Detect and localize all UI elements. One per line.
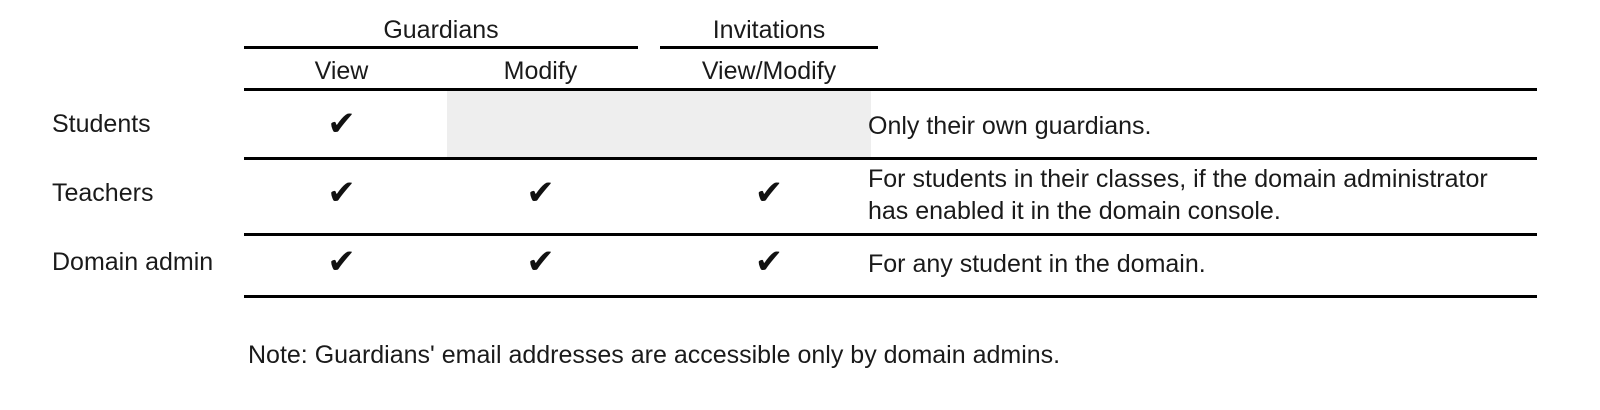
column-header-guardians-view: View: [314, 57, 369, 85]
check-domain-admin-guardians-view: ✔: [327, 242, 356, 282]
check-students-guardians-view: ✔: [327, 104, 356, 144]
rule-table-bottom: [244, 295, 1537, 298]
column-group-invitations: Invitations: [712, 16, 826, 44]
row-label-teachers: Teachers: [52, 179, 154, 207]
note-teachers: For students in their classes, if the do…: [868, 165, 1488, 225]
row-label-domain-admin: Domain admin: [52, 248, 214, 276]
note-domain-admin: For any student in the domain.: [868, 250, 1206, 278]
rule-below-students: [244, 157, 1537, 160]
rule-below-teachers: [244, 233, 1537, 236]
check-teachers-guardians-view: ✔: [327, 173, 356, 213]
check-domain-admin-invitations-view-modify: ✔: [754, 242, 784, 282]
rule-header-bottom: [244, 88, 1537, 91]
row-label-students: Students: [52, 110, 151, 138]
rule-under-invitations: [660, 46, 878, 49]
note-students: Only their own guardians.: [868, 112, 1152, 140]
footer-note: Note: Guardians' email addresses are acc…: [248, 341, 1061, 369]
column-header-guardians-modify: Modify: [503, 57, 578, 85]
rule-under-guardians: [244, 46, 638, 49]
check-domain-admin-guardians-modify: ✔: [526, 242, 555, 282]
column-header-invitations-view-modify: View/Modify: [701, 57, 837, 85]
disabled-cells-students: [447, 91, 871, 157]
column-group-guardians: Guardians: [383, 16, 499, 44]
check-teachers-invitations-view-modify: ✔: [754, 173, 784, 213]
check-teachers-guardians-modify: ✔: [526, 173, 555, 213]
